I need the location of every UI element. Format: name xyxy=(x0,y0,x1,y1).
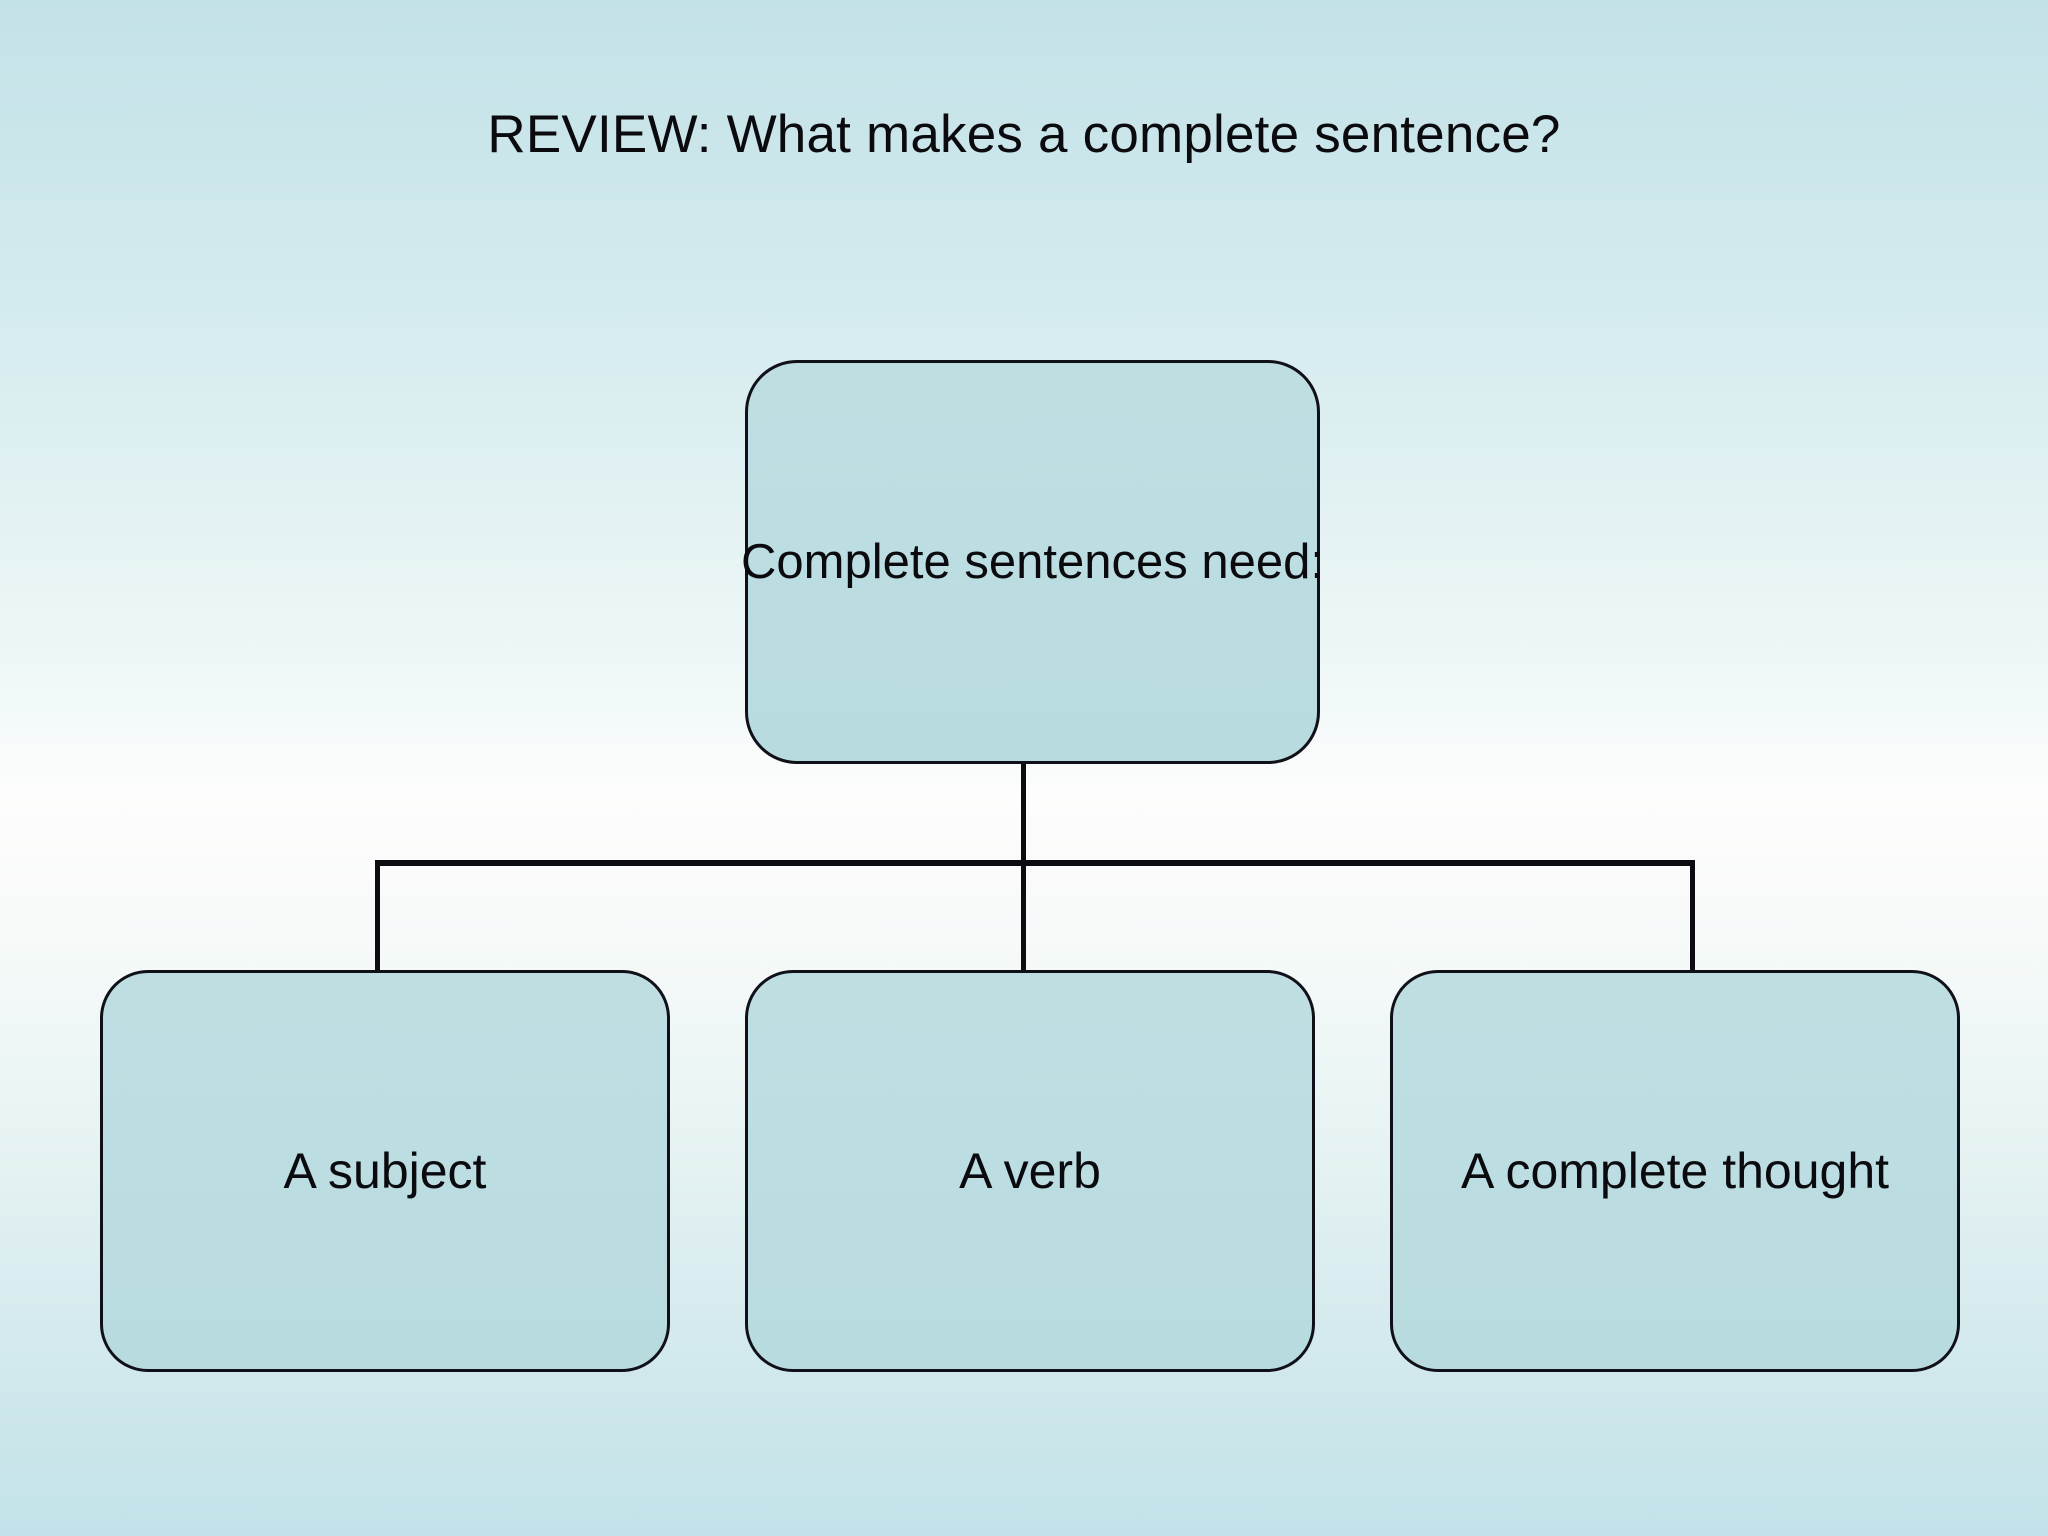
connector-horizontal-bus xyxy=(375,860,1695,866)
node-leaf-verb-label: A verb xyxy=(959,1143,1101,1199)
node-leaf-verb[interactable]: A verb xyxy=(745,970,1315,1372)
node-leaf-complete-thought-label: A complete thought xyxy=(1460,1143,1890,1199)
node-leaf-complete-thought[interactable]: A complete thought xyxy=(1390,970,1960,1372)
connector-root-stem xyxy=(1021,762,1026,866)
node-leaf-subject[interactable]: A subject xyxy=(100,970,670,1372)
node-root-complete-sentences[interactable]: Complete sentences need: xyxy=(741,360,1324,764)
connector-branch-subject xyxy=(375,862,380,974)
node-leaf-subject-label: A subject xyxy=(283,1143,487,1199)
connector-branch-thought xyxy=(1690,862,1695,974)
connector-branch-verb xyxy=(1021,862,1026,974)
node-root-label: Complete sentences need: xyxy=(741,535,1324,589)
page-title: REVIEW: What makes a complete sentence? xyxy=(487,105,1561,164)
